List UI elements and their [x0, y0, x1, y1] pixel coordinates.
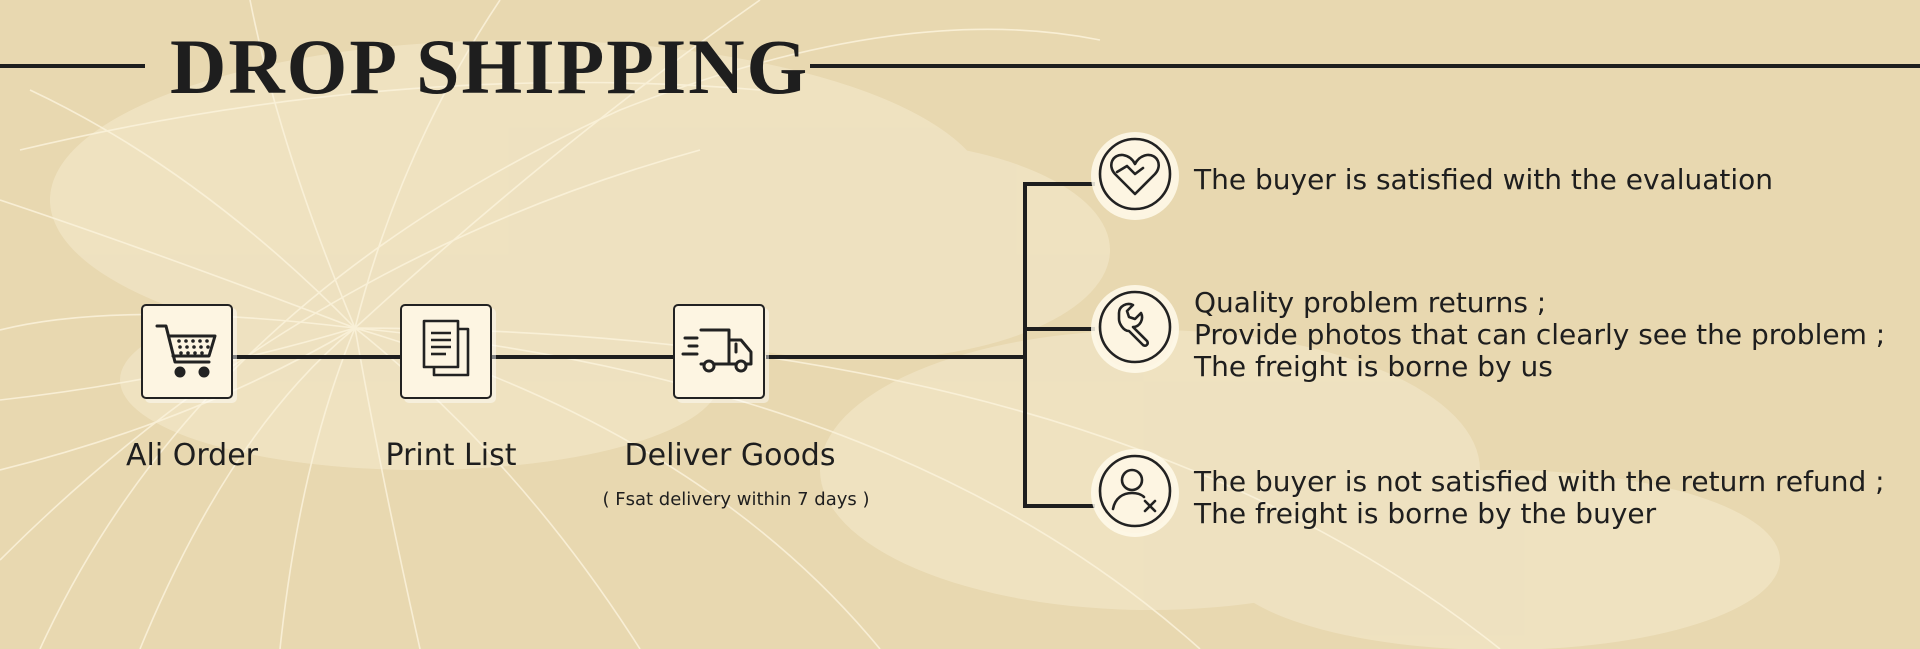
- connector-1-2: [233, 355, 403, 359]
- step-ali-order: [141, 304, 233, 399]
- branch-3: [1023, 504, 1095, 508]
- delivery-note: ( Fsat delivery within 7 days ): [602, 489, 870, 510]
- step-deliver-goods: [673, 304, 765, 399]
- wrench-icon: [1097, 289, 1173, 369]
- outcome-satisfied-icon-circle: [1095, 136, 1175, 216]
- delivery-truck-icon: [681, 320, 757, 384]
- outcome-quality-return-icon-circle: [1095, 289, 1175, 369]
- title-rule-right: [810, 64, 1920, 68]
- outcome-not-satisfied-line-1: The buyer is not satisfied with the retu…: [1194, 465, 1885, 498]
- outcome-not-satisfied-line-2: The freight is borne by the buyer: [1194, 497, 1657, 530]
- heart-hand-icon: [1097, 136, 1173, 216]
- outcome-quality-return-line-2: Provide photos that can clearly see the …: [1194, 318, 1886, 351]
- step-label-ali-order: Ali Order: [126, 438, 258, 473]
- shopping-cart-icon: [153, 316, 221, 388]
- title-rule-left: [0, 64, 145, 68]
- user-cancel-icon: [1097, 453, 1173, 533]
- outcome-satisfied-text: The buyer is satisfied with the evaluati…: [1194, 164, 1773, 196]
- connector-3-branch: [766, 355, 1027, 359]
- branch-vertical: [1023, 182, 1027, 508]
- outcome-quality-return-text: Quality problem returns ; Provide photos…: [1194, 287, 1885, 383]
- outcome-satisfied-line-1: The buyer is satisfied with the evaluati…: [1194, 163, 1774, 196]
- step-label-print-list: Print List: [385, 438, 517, 473]
- document-list-icon: [416, 317, 476, 387]
- branch-2: [1023, 327, 1095, 331]
- outcome-not-satisfied-text: The buyer is not satisfied with the retu…: [1194, 466, 1885, 530]
- page-title: DROP SHIPPING: [170, 23, 810, 110]
- outcome-not-satisfied-icon-circle: [1095, 453, 1175, 533]
- step-print-list: [400, 304, 492, 399]
- outcome-quality-return-line-1: Quality problem returns ;: [1194, 286, 1547, 319]
- step-label-deliver-goods: Deliver Goods: [624, 438, 836, 473]
- connector-2-3: [492, 355, 676, 359]
- branch-1: [1023, 182, 1095, 186]
- outcome-quality-return-line-3: The freight is borne by us: [1194, 350, 1553, 383]
